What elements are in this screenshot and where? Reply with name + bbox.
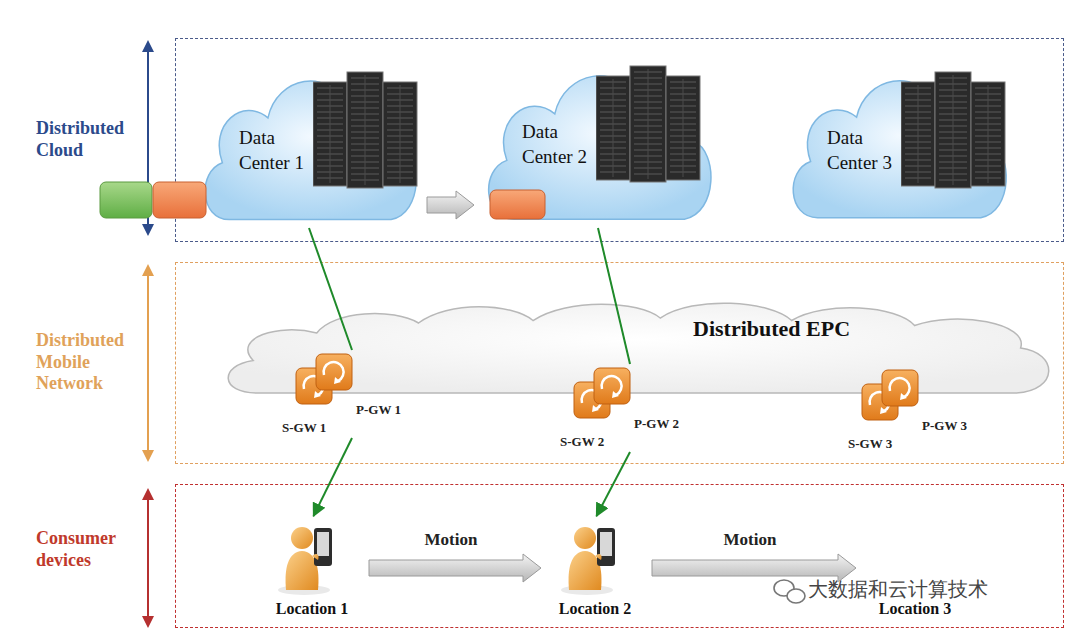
gateway-label: P-GW 2 xyxy=(634,416,679,432)
location-label: Location 2 xyxy=(545,600,645,618)
gateway-label: P-GW 3 xyxy=(922,418,967,434)
gateway-label: S-GW 3 xyxy=(848,436,892,452)
person-with-phone xyxy=(274,520,354,596)
vm-block xyxy=(100,182,152,218)
gateway-label: S-GW 1 xyxy=(282,420,326,436)
epc-label: Distributed EPC xyxy=(693,316,850,342)
gw-node: P-GW 3 S-GW 3 xyxy=(848,368,998,456)
data-path-line xyxy=(598,228,630,364)
band-arrow xyxy=(142,488,154,628)
gateway-label: S-GW 2 xyxy=(560,434,604,450)
band-label: Distributed Cloud xyxy=(36,118,148,161)
dc-node: Data Center 3 xyxy=(783,58,1013,228)
person-with-phone xyxy=(557,520,637,596)
server-racks xyxy=(313,64,423,194)
watermark-icon xyxy=(774,580,805,603)
location-label: Location 1 xyxy=(262,600,362,618)
server-racks xyxy=(596,58,706,188)
gateway-icon xyxy=(860,368,936,424)
data-center-label: Data Center 2 xyxy=(522,120,606,169)
watermark: 大数据和云计算技术 xyxy=(808,576,988,603)
loc-node: Location 3 xyxy=(860,518,973,624)
data-path-line xyxy=(597,452,631,516)
band-label: Consumer devices xyxy=(36,528,148,571)
gateway-icon xyxy=(572,366,648,422)
block-arrow xyxy=(427,191,474,219)
gw-node: P-GW 1 S-GW 1 xyxy=(282,352,422,440)
server-racks xyxy=(901,64,1011,194)
layer-band: Consumer devicesLocation 1 Location 2 Loca… xyxy=(20,484,1064,628)
band-label: Distributed Mobile Network xyxy=(36,330,148,395)
person-node: Location 2 xyxy=(545,518,648,624)
gateway-icon xyxy=(294,352,370,408)
data-path-line xyxy=(309,228,352,350)
vm-block xyxy=(490,190,545,219)
gw-node: P-GW 2 S-GW 2 xyxy=(560,366,700,454)
dc-node: Data Center 1 xyxy=(195,58,423,230)
layer-band: Distributed Mobile Network Distributed EP… xyxy=(20,262,1064,464)
block-arrow xyxy=(369,554,541,582)
vm-block xyxy=(153,182,206,218)
edge-label: Motion xyxy=(423,530,480,550)
location-label: Location 3 xyxy=(860,600,970,618)
data-path-line xyxy=(314,438,353,516)
person-node: Location 1 xyxy=(262,518,365,624)
edge-label: Motion xyxy=(722,530,779,550)
gateway-label: P-GW 1 xyxy=(356,402,401,418)
data-center-label: Data Center 1 xyxy=(239,126,323,175)
band-arrow xyxy=(142,264,154,462)
data-center-label: Data Center 3 xyxy=(827,126,911,175)
